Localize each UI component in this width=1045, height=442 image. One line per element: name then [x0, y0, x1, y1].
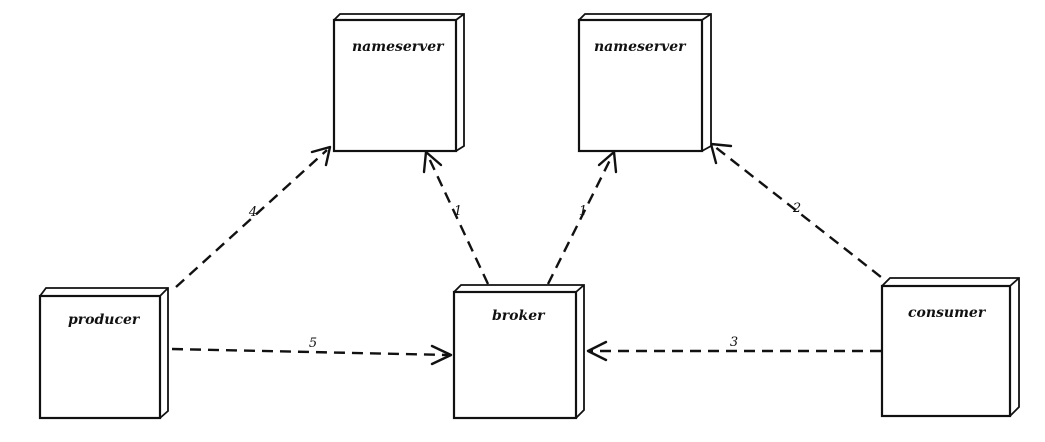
node-nameserver-right: nameserver [577, 13, 712, 153]
node-depth-edge [575, 284, 585, 293]
edge-line [171, 347, 449, 357]
node-label: nameserver [352, 39, 445, 55]
node-depth-edge [455, 13, 465, 21]
edge-label: 1 [454, 204, 462, 219]
node-box [880, 284, 1012, 418]
edge-label: 2 [792, 201, 801, 216]
arrowhead [422, 150, 443, 174]
node-label: producer [68, 312, 141, 328]
edge-line [426, 155, 490, 285]
arrowhead [597, 150, 618, 174]
edge-line [713, 145, 896, 289]
edge-broker-to-nameserver-right: 1 [546, 150, 618, 285]
node-box [38, 294, 162, 420]
node-label: nameserver [594, 39, 687, 55]
node-depth-edge [1009, 277, 1020, 287]
edge-label: 1 [579, 204, 587, 219]
edge-line [175, 149, 328, 288]
node-broker: broker [452, 284, 585, 420]
edge-label: 4 [248, 205, 257, 220]
node-box [452, 290, 578, 420]
edge-label: 3 [730, 335, 738, 350]
edge-broker-to-nameserver-left: 1 [422, 150, 490, 285]
node-box [577, 18, 704, 153]
edge-line [546, 155, 614, 285]
arrowhead [709, 142, 733, 165]
node-nameserver-left: nameserver [332, 13, 465, 153]
edge-label: 5 [309, 336, 317, 351]
node-producer: producer [38, 287, 169, 420]
edge-consumer-to-nameserver: 2 [709, 142, 896, 289]
edge-producer-to-nameserver: 4 [175, 145, 332, 288]
node-label: consumer [908, 305, 987, 321]
node-box [332, 18, 458, 153]
arrowhead [586, 340, 608, 362]
node-consumer: consumer [880, 277, 1020, 418]
arrowhead [310, 145, 332, 167]
edge-consumer-to-broker: 3 [586, 335, 881, 362]
node-label: broker [492, 308, 546, 324]
arrowhead [430, 344, 453, 366]
node-depth-edge [159, 287, 169, 297]
edge-producer-to-broker: 5 [171, 336, 453, 366]
node-depth-edge [701, 13, 712, 21]
